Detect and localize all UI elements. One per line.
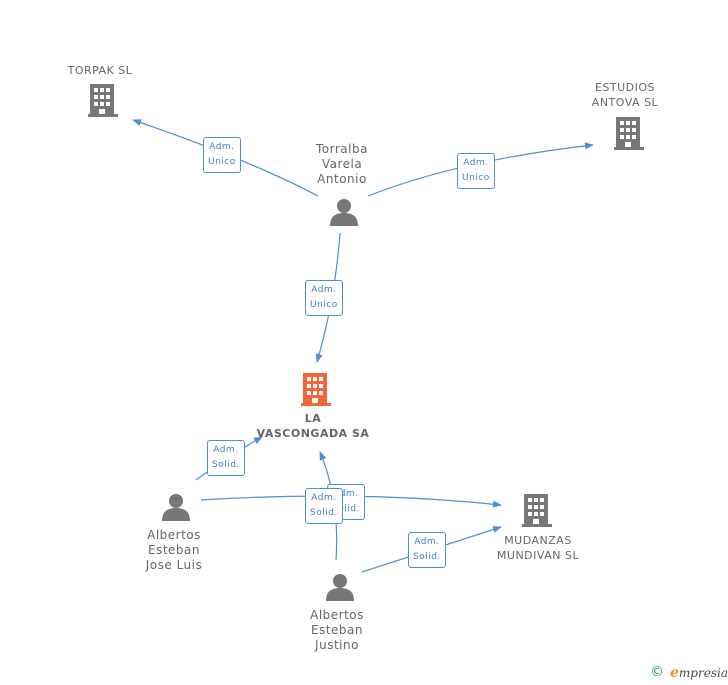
edge-label-torralba-estudios: Adm. Unico xyxy=(457,153,495,189)
brand-rest: mpresia xyxy=(678,666,728,680)
node-label-albertos-jose-luis[interactable]: Albertos Esteban Jose Luis xyxy=(145,528,203,572)
building-icon-torpak[interactable] xyxy=(88,84,118,117)
edge-label-justino-main: Adm. Solid. xyxy=(305,488,343,524)
building-icon-estudios[interactable] xyxy=(614,117,644,150)
person-icon-albertos-justino[interactable] xyxy=(326,574,354,601)
node-label-albertos-justino[interactable]: Albertos Esteban Justino xyxy=(310,608,364,652)
building-icon-main[interactable] xyxy=(301,373,331,406)
person-icon-torralba[interactable] xyxy=(330,199,358,226)
node-label-estudios[interactable]: ESTUDIOS ANTOVA SL xyxy=(591,81,659,109)
node-label-mudanzas[interactable]: MUDANZAS MUNDIVAN SL xyxy=(496,534,580,562)
node-label-torralba[interactable]: Torralba Varela Antonio xyxy=(316,142,368,186)
node-label-main[interactable]: LA VASCONGADA SA xyxy=(256,412,370,440)
empresia-logo[interactable]: empresia xyxy=(670,665,728,681)
node-label-torpak[interactable]: TORPAK SL xyxy=(67,64,133,77)
edge-label-jl-main: Adm. Solid. xyxy=(207,440,245,476)
copyright-icon: © xyxy=(650,664,664,680)
person-icon-albertos-jose-luis[interactable] xyxy=(162,494,190,521)
edge-label-justino-mudanzas: Adm. Solid. xyxy=(408,532,446,568)
brand-initial: e xyxy=(670,665,679,681)
building-icon-mudanzas[interactable] xyxy=(522,494,552,527)
edge-label-torralba-torpak: Adm. Unico xyxy=(203,137,241,173)
edge-label-torralba-main: Adm. Unico xyxy=(305,280,343,316)
